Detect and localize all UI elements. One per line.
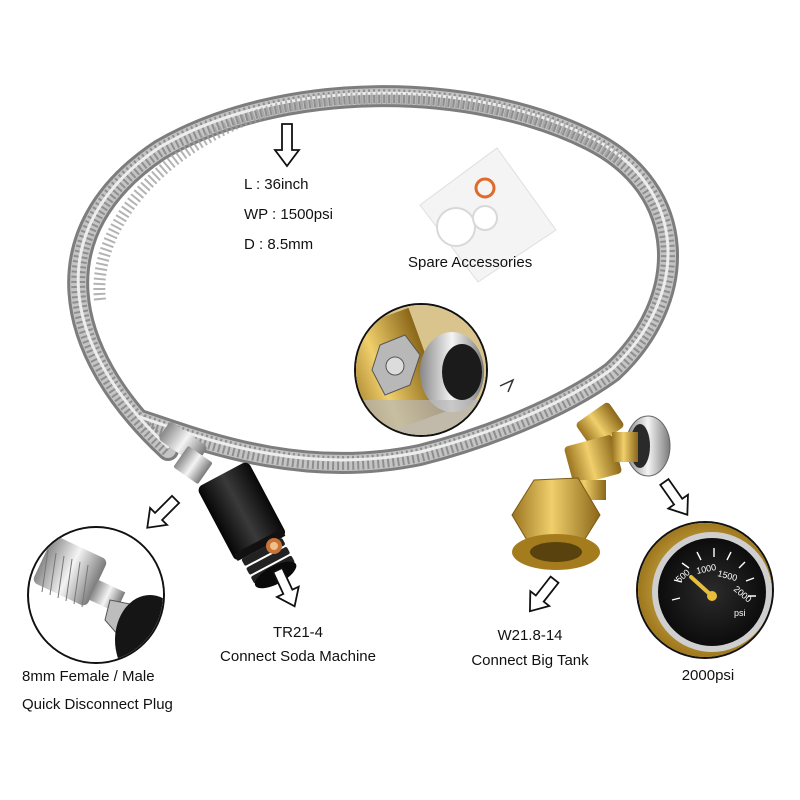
w21-code: W21.8-14 bbox=[497, 627, 563, 644]
spare-accessories-label: Spare Accessories bbox=[408, 254, 533, 271]
spec-diameter: D : 8.5mm bbox=[244, 236, 314, 253]
braided-hose bbox=[67, 85, 679, 474]
tr21-code: TR21-4 bbox=[272, 624, 324, 641]
gauge-tick-1000: 1000 bbox=[695, 562, 717, 576]
w21-arrow-icon bbox=[528, 575, 560, 613]
quick-disconnect-detail-circle bbox=[27, 526, 165, 664]
gauge-detail-circle: 500 1000 1500 2000 psi bbox=[636, 521, 774, 659]
gauge-arrow-icon bbox=[659, 477, 689, 516]
spec-working-pressure: WP : 1500psi bbox=[244, 206, 333, 223]
tr21-description: Connect Soda Machine bbox=[220, 648, 376, 665]
quick-disconnect-line2: Quick Disconnect Plug bbox=[22, 696, 173, 713]
tr21-arrow-icon bbox=[271, 566, 300, 608]
w21-description: Connect Big Tank bbox=[471, 652, 589, 669]
tr21-fitting bbox=[159, 422, 297, 589]
w21-fitting bbox=[511, 402, 671, 570]
spec-arrow-icon bbox=[273, 123, 301, 168]
gauge-unit: psi bbox=[734, 608, 746, 618]
spec-length: L : 36inch bbox=[244, 176, 309, 193]
spare-accessories-bag bbox=[419, 147, 557, 283]
connector-detail-circle bbox=[354, 303, 515, 437]
gauge-label: 2000psi bbox=[681, 667, 735, 684]
quick-disconnect-arrow-icon bbox=[146, 494, 181, 529]
quick-disconnect-line1: 8mm Female / Male bbox=[22, 668, 155, 685]
